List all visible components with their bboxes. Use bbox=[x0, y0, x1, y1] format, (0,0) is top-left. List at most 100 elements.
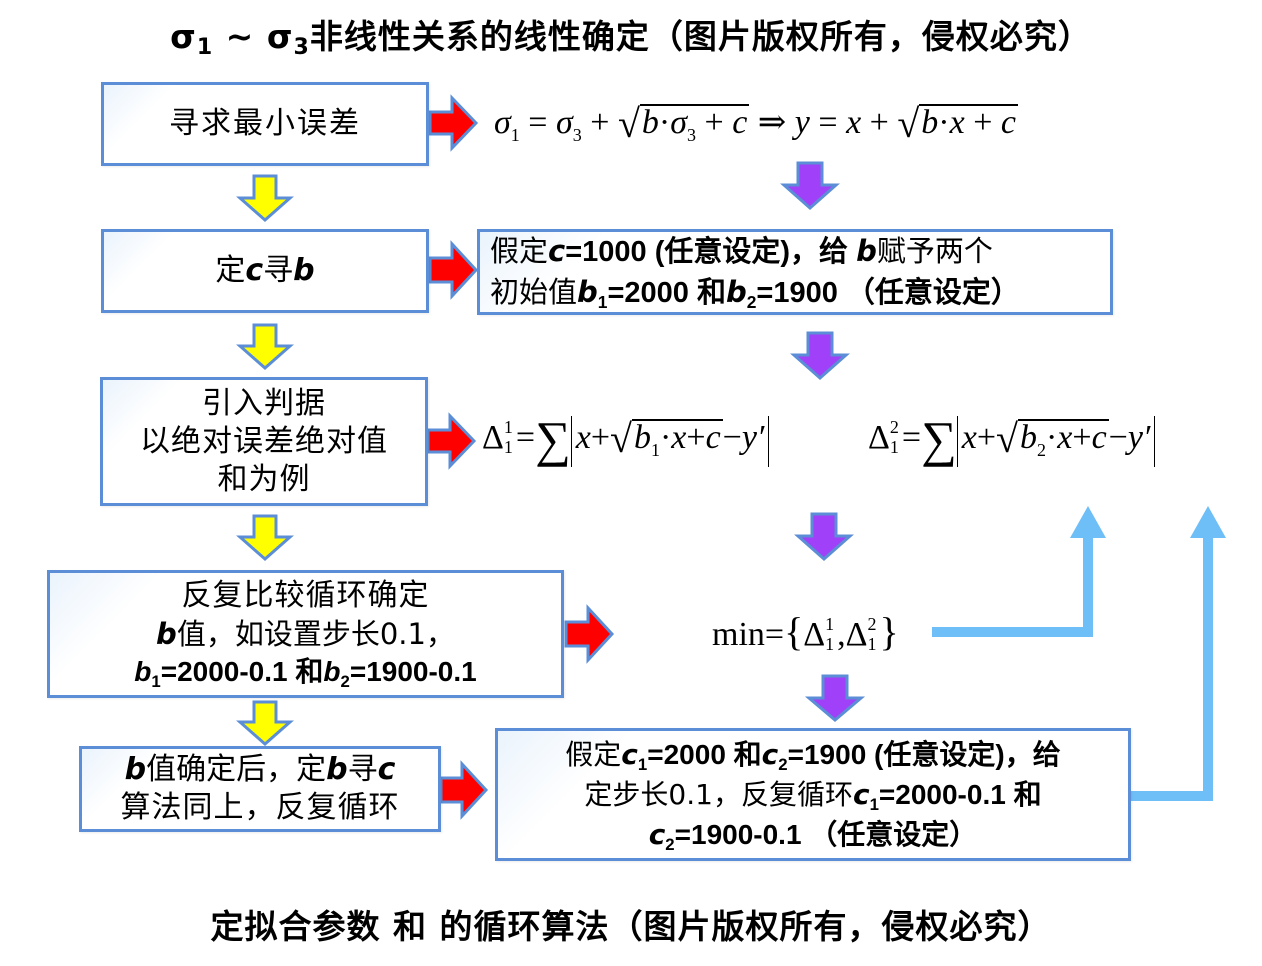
red-arrow-1 bbox=[428, 94, 479, 152]
var-b2: b bbox=[725, 275, 747, 309]
t: 定步长0.1，反复循环 bbox=[584, 777, 853, 811]
c1-loop-value: =2000-0.1 和 bbox=[878, 778, 1042, 810]
radical-sign: √ bbox=[897, 101, 920, 146]
m: Δ bbox=[868, 419, 890, 456]
m: } bbox=[879, 609, 899, 654]
m: 1 bbox=[867, 634, 877, 655]
m: x bbox=[949, 104, 965, 141]
absolute-value: x+√b2·x+c−y′ bbox=[956, 416, 1156, 467]
b2-value: =1900 （任意设定） bbox=[756, 277, 1020, 309]
title-sub1: 1 bbox=[196, 35, 214, 60]
m: c bbox=[1000, 104, 1016, 141]
var-c: c bbox=[377, 752, 396, 787]
sum-sign: ∑ bbox=[921, 411, 957, 467]
yellow-arrow-2 bbox=[236, 323, 294, 370]
b2-value: =1900-0.1 bbox=[349, 656, 477, 687]
m: − bbox=[1108, 419, 1128, 456]
title-sub3: 3 bbox=[293, 35, 310, 60]
yellow-arrow-3 bbox=[236, 514, 294, 561]
m: − bbox=[722, 419, 742, 456]
m: x bbox=[575, 419, 591, 456]
m: + bbox=[686, 419, 706, 456]
var-b: b bbox=[156, 617, 177, 651]
step-box-min-error: 寻求最小误差 bbox=[101, 82, 429, 166]
var-c2: c bbox=[648, 817, 666, 851]
m: b bbox=[633, 419, 651, 456]
sub-2: 2 bbox=[778, 754, 788, 774]
m: · bbox=[1045, 419, 1058, 456]
c2-loop-value: =1900-0.1 （任意设定） bbox=[674, 818, 978, 850]
m: 2 bbox=[1036, 440, 1046, 460]
sub-2: 2 bbox=[340, 672, 350, 691]
m: y bbox=[794, 104, 810, 141]
t: 假定 bbox=[565, 737, 622, 771]
purple-arrow-1 bbox=[780, 161, 840, 211]
red-arrow-5 bbox=[439, 760, 489, 820]
assume-c1-c2-box: 假定c1=2000 和c2=1900 (任意设定)，给 定步长0.1，反复循环c… bbox=[495, 728, 1131, 861]
m: σ bbox=[494, 104, 511, 141]
m: b bbox=[1019, 419, 1037, 456]
purple-arrow-4 bbox=[804, 674, 866, 722]
t: 初始值 bbox=[490, 275, 578, 309]
loop-line-1: 反复比较循环确定 bbox=[181, 578, 430, 613]
loop-line-2: b值，如设置步长0.1， bbox=[156, 615, 455, 653]
red-arrow-2 bbox=[428, 240, 479, 300]
m: y′ bbox=[741, 419, 765, 456]
m: + bbox=[964, 104, 1001, 141]
loop-line-2-text: 值，如设置步长0.1， bbox=[176, 617, 455, 651]
absolute-value: x+√b1·x+c−y′ bbox=[570, 416, 770, 467]
radicand: b·σ3 + c bbox=[639, 104, 750, 152]
formula-sigma-relation: σ1 = σ3 + √b·σ3 + c ⇒ y = x + √b·x + c bbox=[494, 100, 1018, 152]
sub-2: 2 bbox=[746, 292, 757, 312]
step-box-loop-b: 反复比较循环确定 b值，如设置步长0.1， b1=2000-0.1 和b2=19… bbox=[47, 570, 564, 698]
red-arrow-4 bbox=[564, 604, 615, 664]
m: + bbox=[696, 104, 733, 141]
m: = bbox=[901, 419, 922, 456]
m: = bbox=[519, 104, 556, 141]
sub-2: 2 bbox=[665, 834, 675, 854]
m: = bbox=[515, 419, 536, 456]
fixb-line-1: b值确定后，定b寻c bbox=[125, 751, 396, 789]
var-c1: c bbox=[852, 777, 870, 811]
t: 假定 bbox=[490, 234, 549, 268]
m: y′ bbox=[1127, 419, 1151, 456]
m: + bbox=[590, 419, 610, 456]
m: 1 bbox=[510, 125, 520, 145]
c1-value: =2000 和 bbox=[647, 738, 762, 770]
m: + bbox=[976, 419, 996, 456]
m: 2 bbox=[889, 417, 899, 438]
var-b: b bbox=[856, 234, 877, 268]
m: x bbox=[846, 104, 862, 141]
title-tilde: ~ bbox=[213, 17, 267, 56]
m: x bbox=[1057, 419, 1073, 456]
c-value: =1000 (任意设定)，给 bbox=[565, 236, 857, 268]
m: b bbox=[921, 104, 939, 141]
m: c bbox=[732, 104, 748, 141]
m: 1 bbox=[503, 437, 513, 458]
m: ⇒ bbox=[749, 104, 795, 141]
m: { bbox=[784, 609, 804, 654]
m: 1 bbox=[650, 440, 660, 460]
fixb-xun: 寻 bbox=[347, 752, 378, 787]
sub-1: 1 bbox=[869, 794, 879, 814]
m: 1 bbox=[825, 634, 835, 655]
m: x bbox=[671, 419, 687, 456]
m: 3 bbox=[687, 125, 696, 145]
step-text: 定c寻b bbox=[215, 251, 314, 291]
feedback-arrow-1 bbox=[932, 506, 1106, 637]
m: · bbox=[658, 104, 671, 141]
yellow-arrow-4 bbox=[236, 700, 294, 746]
var-b1: b bbox=[134, 656, 152, 687]
m: · bbox=[659, 419, 672, 456]
step-box-fix-b-find-c: b值确定后，定b寻c 算法同上，反复循环 bbox=[79, 746, 441, 832]
m: 2 bbox=[867, 614, 877, 635]
assume-c-line-1: 假定c=1000 (任意设定)，给 b赋予两个 bbox=[490, 231, 993, 272]
var-b: b bbox=[326, 752, 348, 787]
assume-c-line-2: 初始值b1=2000 和b2=1900 （任意设定） bbox=[490, 272, 1020, 313]
